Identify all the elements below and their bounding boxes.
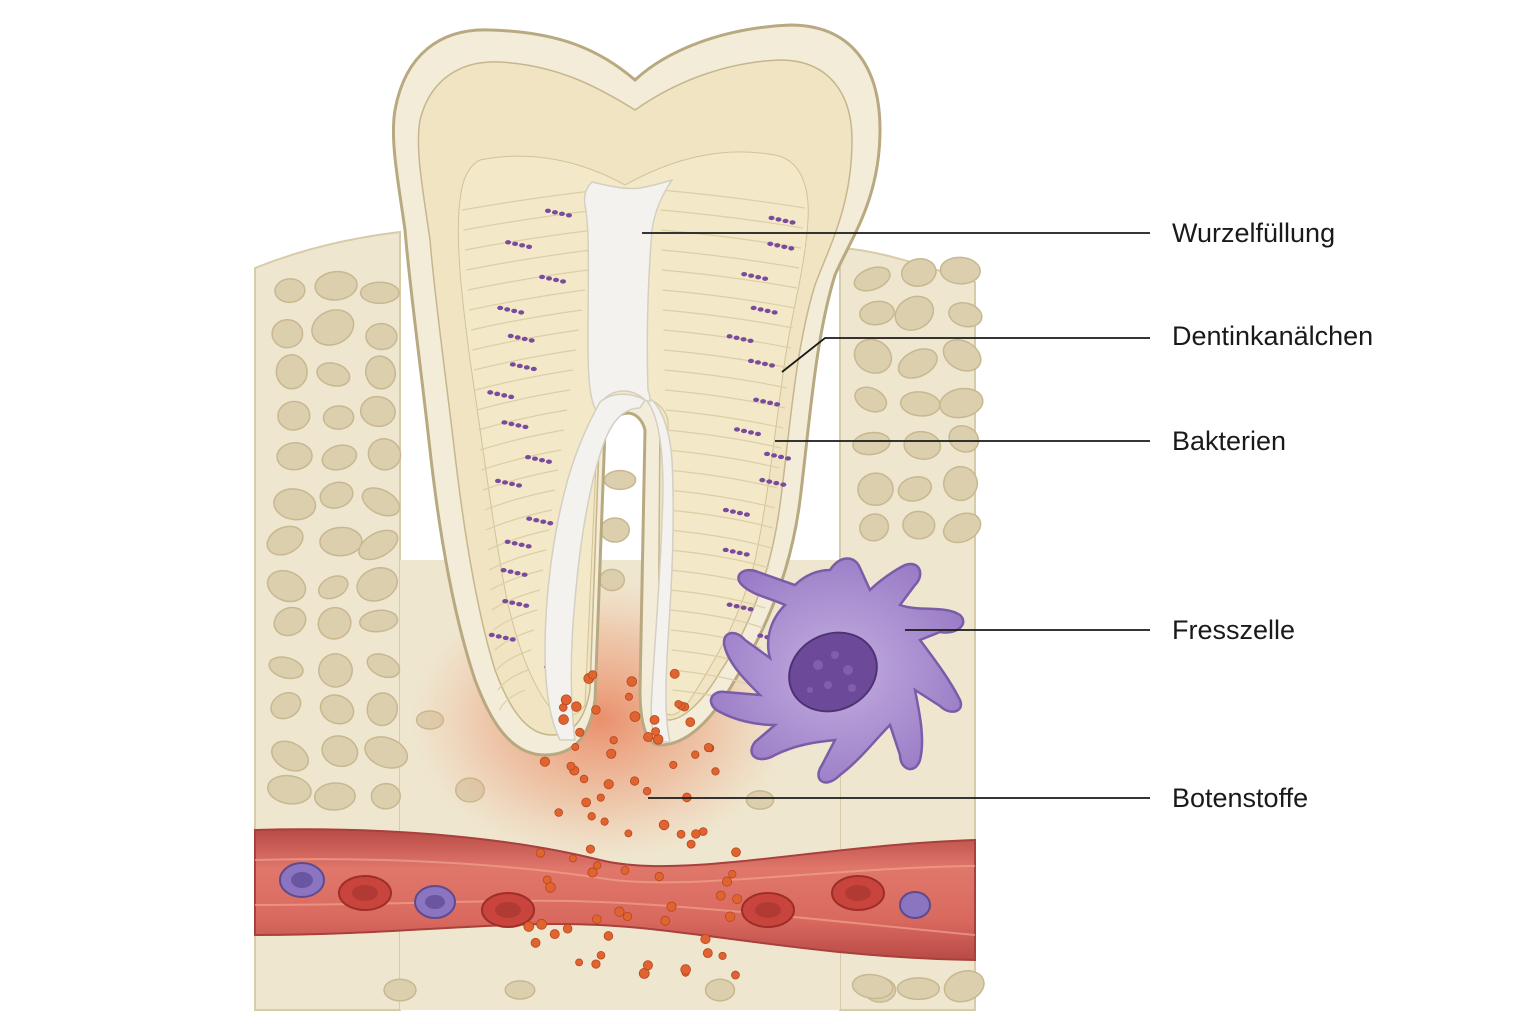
white-blood-cell [899, 891, 931, 919]
label-dentinkanaelchen: Dentinkanälchen [1172, 321, 1374, 351]
white-blood-cell [414, 885, 456, 919]
label-bakterien: Bakterien [1172, 426, 1287, 456]
white-blood-cell [279, 862, 325, 898]
root-filling-left-canal [544, 393, 647, 741]
leader-lines [642, 232, 1150, 799]
blood-vessel [254, 828, 976, 962]
phagocyte [709, 557, 965, 784]
label-wurzelfuellung: Wurzelfüllung [1172, 218, 1336, 248]
bone-pores-right [851, 256, 985, 1003]
red-blood-cell [831, 875, 885, 911]
label-fresszelle: Fresszelle [1172, 615, 1296, 645]
signal-molecules [523, 668, 743, 980]
root-filling [583, 178, 674, 412]
leader-line-dentinkanaelchen [781, 337, 1150, 373]
red-blood-cell [741, 892, 795, 928]
label-botenstoffe: Botenstoffe [1172, 783, 1309, 813]
tooth [391, 23, 882, 757]
root-filling-right-canal [646, 399, 674, 743]
bacteria-cluster [487, 208, 796, 674]
red-blood-cell [338, 875, 392, 911]
red-blood-cell [481, 892, 535, 928]
